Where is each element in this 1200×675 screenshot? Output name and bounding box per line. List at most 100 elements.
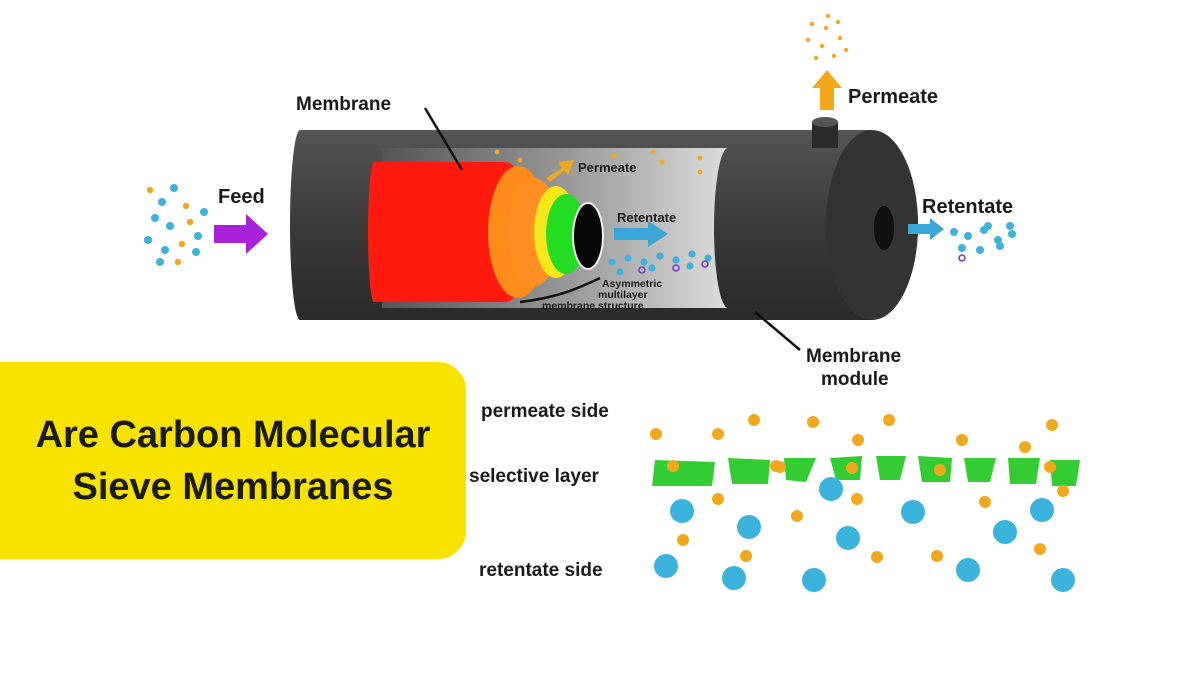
feed-molecule (151, 214, 159, 222)
large-molecule (1051, 568, 1075, 592)
module-end-cap (826, 130, 918, 320)
small-molecule (807, 416, 819, 428)
feed-molecule (194, 232, 202, 240)
interior-small-molecule (659, 159, 665, 165)
large-molecule (819, 477, 843, 501)
feed-arrow (214, 214, 268, 254)
membrane-layers (368, 162, 604, 302)
permeate-outer-arrow (812, 70, 842, 110)
interior-large-molecule (686, 262, 694, 270)
interior-large-molecule (688, 250, 696, 258)
interior-small-molecule (650, 149, 656, 155)
large-molecule (654, 554, 678, 578)
interior-ring-molecule (672, 264, 680, 272)
feed-molecule (161, 246, 169, 254)
large-molecule (802, 568, 826, 592)
interior-large-molecule (656, 252, 664, 260)
selective-layer-segment (964, 458, 996, 482)
large-molecule (670, 499, 694, 523)
permeate-molecule (837, 35, 843, 41)
large-molecule (836, 526, 860, 550)
retentate-outer-label: Retentate (922, 196, 1013, 218)
structure-leader-line (519, 276, 601, 304)
interior-large-molecule (640, 258, 648, 266)
large-molecule (1030, 498, 1054, 522)
sieve-molecules (650, 414, 1075, 592)
retentate-molecule (984, 222, 992, 230)
retentate-outer-arrow (908, 218, 944, 240)
title-box: Are Carbon Molecular Sieve Membranes (0, 362, 466, 559)
feed-molecule (146, 186, 154, 194)
retentate-inner-label: Retentate (617, 210, 676, 225)
permeate-molecule (831, 53, 837, 59)
selective-layer-segment (728, 458, 770, 484)
permeate-molecule (843, 47, 849, 53)
selective-layer-segment (784, 458, 816, 482)
small-molecule (667, 460, 679, 472)
small-molecule (1034, 543, 1046, 555)
permeate-inner-label: Permeate (578, 160, 637, 175)
small-molecule (979, 496, 991, 508)
large-molecule (993, 520, 1017, 544)
small-molecule (677, 534, 689, 546)
retentate-molecule (958, 244, 966, 252)
selective-layer-segment (652, 460, 715, 486)
module-label-line1: Membrane (806, 346, 901, 367)
interior-small-molecule (611, 153, 617, 159)
interior-molecules (494, 149, 712, 276)
retentate-nozzle (874, 206, 894, 250)
interior-ring-molecule (638, 266, 646, 274)
permeate-molecule (819, 43, 825, 49)
interior-large-molecule (616, 268, 624, 276)
module-leader-line (754, 311, 801, 351)
retentate-ring-molecule (958, 254, 966, 262)
interior-small-molecule (494, 149, 500, 155)
small-molecule (852, 434, 864, 446)
feed-molecule (156, 258, 164, 266)
large-molecule (722, 566, 746, 590)
small-molecule (740, 550, 752, 562)
small-molecule (871, 551, 883, 563)
selective-layer-segment (876, 456, 906, 480)
small-molecule (1019, 441, 1031, 453)
retentate-molecule (996, 242, 1004, 250)
feed-molecule (178, 240, 186, 248)
permeate-molecule (823, 25, 829, 31)
selective-layer (652, 456, 1080, 486)
small-molecule (851, 493, 863, 505)
feed-molecule (200, 208, 208, 216)
retentate-molecule (1006, 222, 1014, 230)
feed-molecule (186, 218, 194, 226)
interior-large-molecule (672, 256, 680, 264)
page-title: Are Carbon Molecular Sieve Membranes (35, 413, 431, 508)
feed-molecule (174, 258, 182, 266)
large-molecule (956, 558, 980, 582)
feed-molecule (182, 202, 190, 210)
retentate-molecule (1008, 230, 1016, 238)
retentate-inner-arrow (614, 221, 668, 247)
permeate-molecule (805, 37, 811, 43)
selective-layer-segment (1008, 458, 1040, 484)
feed-label: Feed (218, 186, 265, 208)
small-molecule (748, 414, 760, 426)
structure-label-line2: multilayer (598, 289, 648, 301)
small-molecule (650, 428, 662, 440)
module-label-line2: module (821, 369, 889, 390)
permeate-molecule (809, 21, 815, 27)
selective-layer-label: selective layer (469, 466, 600, 487)
small-molecule (956, 434, 968, 446)
structure-label-line3: membrane structure (542, 300, 644, 312)
feed-molecule (144, 236, 152, 244)
permeate-outer-label: Permeate (848, 86, 938, 108)
retentate-molecules (950, 222, 1016, 262)
membrane-module (290, 117, 918, 320)
permeate-side-label: permeate side (481, 401, 609, 422)
interior-small-molecule (517, 157, 523, 163)
feed-molecule (192, 248, 200, 256)
retentate-molecule (950, 228, 958, 236)
membrane-leader-line (423, 107, 464, 171)
small-molecule (846, 462, 858, 474)
large-molecule (737, 515, 761, 539)
small-molecule (934, 464, 946, 476)
feed-molecule (166, 222, 174, 230)
